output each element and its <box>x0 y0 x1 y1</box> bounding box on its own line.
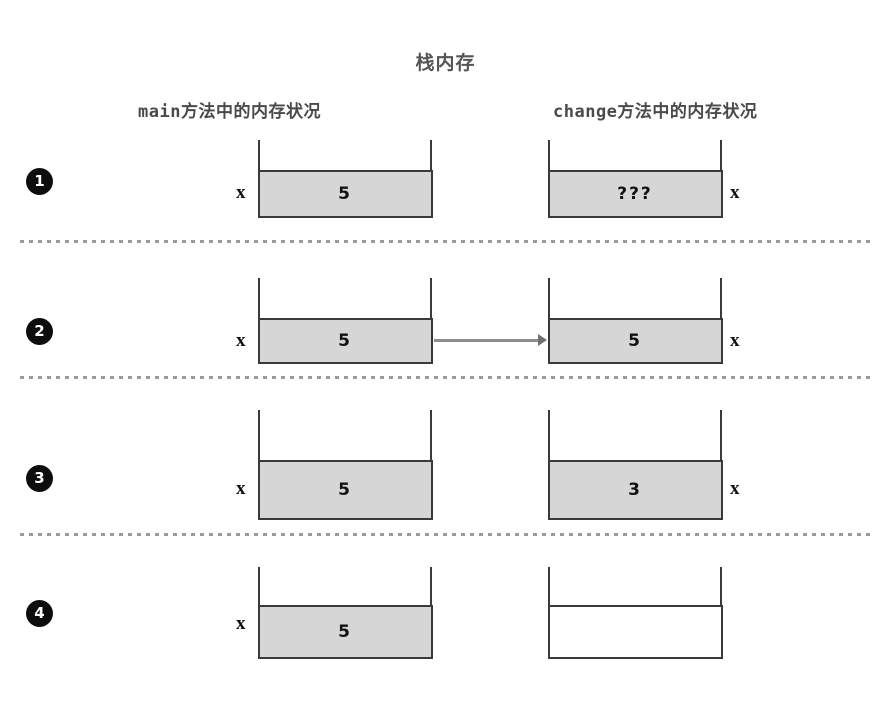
row-separator-2 <box>20 376 875 379</box>
diagram-title: 栈内存 <box>415 52 476 74</box>
row-separator-1 <box>20 240 875 243</box>
stack-frame-main-3: 5 <box>257 410 433 520</box>
stack-cell-main-1: 5 <box>257 170 433 218</box>
stack-frame-change-2: 5 <box>547 278 723 364</box>
stack-cell-main-2: 5 <box>257 318 433 364</box>
row-separator-3 <box>20 533 875 536</box>
stack-frame-change-1: ??? <box>547 140 723 218</box>
var-label-main-3: x <box>236 478 246 499</box>
stack-cell-main-4: 5 <box>257 605 433 659</box>
step-badge-3: 3 <box>26 465 53 492</box>
var-label-change-2: x <box>730 330 740 351</box>
stack-cell-change-1: ??? <box>547 170 723 218</box>
stack-cell-change-3: 3 <box>547 460 723 520</box>
stack-frame-main-1: 5 <box>257 140 433 218</box>
step-badge-2: 2 <box>26 318 53 345</box>
value-copy-arrow-line <box>434 339 538 342</box>
var-label-main-4: x <box>236 613 246 634</box>
value-copy-arrow-head <box>538 334 547 346</box>
stack-cell-change-2: 5 <box>547 318 723 364</box>
stack-cell-main-3: 5 <box>257 460 433 520</box>
step-badge-1: 1 <box>26 168 53 195</box>
stack-frame-main-4: 5 <box>257 567 433 659</box>
stack-frame-main-2: 5 <box>257 278 433 364</box>
stack-cell-change-4 <box>547 605 723 659</box>
column-header-main: main方法中的内存状况 <box>138 102 321 122</box>
var-label-change-3: x <box>730 478 740 499</box>
var-label-change-1: x <box>730 182 740 203</box>
column-header-change: change方法中的内存状况 <box>553 102 758 122</box>
var-label-main-1: x <box>236 182 246 203</box>
stack-frame-change-3: 3 <box>547 410 723 520</box>
var-label-main-2: x <box>236 330 246 351</box>
step-badge-4: 4 <box>26 600 53 627</box>
stack-frame-change-4 <box>547 567 723 659</box>
